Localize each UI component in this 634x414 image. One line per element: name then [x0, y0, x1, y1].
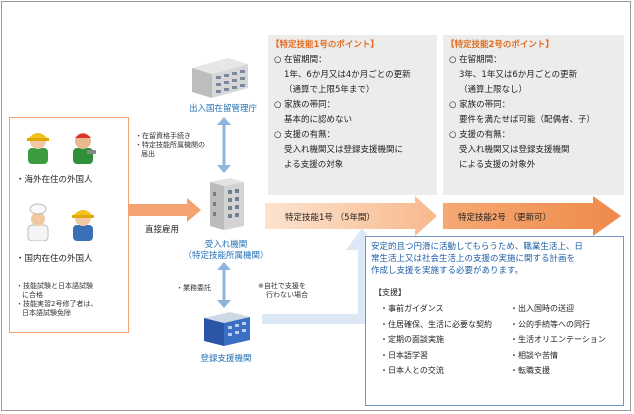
point1-line: 基本的に認めない: [284, 115, 353, 125]
host-org-label: 受入れ機関 （特定技能所属機関）: [183, 240, 269, 261]
direct-hire-label: 直接雇用: [145, 225, 180, 235]
support-item: ・定期の面談実施: [380, 335, 444, 344]
requirement-note: ・技能試験と日本語試験 に合格 ・技能実習2号修了者は、 日本語試験免除: [16, 282, 98, 317]
point1-line: （通算で上限5年まで）: [284, 85, 375, 95]
point1-line: ○ 在留期間：: [274, 55, 327, 65]
point1-line: よる支援の対象: [284, 160, 344, 170]
support-plan-box: 安定的且つ円滑に活動してもらうため、職業生活上、日 常生活上又は社会生活上の支援…: [365, 236, 624, 406]
overseas-label: ・海外在住の外国人: [16, 175, 93, 185]
host-building-icon: [210, 178, 244, 230]
immigration-label: 出入国在留管理庁: [188, 104, 257, 114]
point2-line: 受入れ機関又は登録支援機関: [459, 145, 570, 155]
point-panel-1: 【特定技能1号のポイント】 ○ 在留期間： 1年、6か月又は4か月ごとの更新 （…: [268, 35, 437, 195]
point2-line: （通算上限なし）: [459, 85, 528, 95]
point1-line: 1年、6か月又は4か月ごとの更新: [284, 70, 411, 80]
applicants-box: ・海外在住の外国人 ・国内在住の外国人 ・技能試験と日本語試験 に合格 ・技能実…: [9, 117, 129, 333]
arrow1-label: 特定技能1号 （5年間）: [285, 213, 376, 223]
arrow2-label: 特定技能2号 （更新可）: [458, 213, 552, 223]
outsourcing-label: ・業務委託: [176, 284, 211, 292]
support-org-label: 登録支援機関: [200, 354, 252, 364]
point1-line: 受入れ機関又は登録支援機関に: [284, 145, 404, 155]
support-item: ・公的手続等への同行: [510, 319, 590, 329]
point2-title: 【特定技能2号のポイント】: [446, 40, 554, 50]
domestic-label: ・国内在住の外国人: [16, 254, 93, 264]
status-arrow-2: [443, 196, 621, 236]
support-item: ・相談や苦情: [510, 350, 558, 360]
support-right-list: ・出入国時の送迎 ・公的手続等への同行 ・生活オリエンテーション ・相談や苦情 …: [510, 301, 606, 379]
support-intro: 安定的且つ円滑に活動してもらうため、職業生活上、日 常生活上又は社会生活上の支援…: [371, 242, 583, 276]
worker-helmet-icon: [27, 133, 49, 164]
immigration-building-icon: [192, 58, 248, 98]
support-to-plan-arrow: [262, 228, 372, 324]
mechanic-icon: [73, 133, 96, 164]
host-support-arrow: [217, 262, 231, 308]
worker-helmet-icon: [72, 210, 94, 241]
direct-hire-arrow: [129, 198, 201, 222]
support-building-icon: [204, 312, 250, 346]
support-item: ・日本語学習: [380, 350, 428, 360]
support-condition-note: ※自社で支援を 行わない場合: [258, 282, 308, 299]
point1-line: ○ 支援の有無：: [274, 130, 336, 140]
immigration-note: ・在留資格手続き ・特定技能所属機関の 届出: [135, 132, 205, 158]
chef-icon: [27, 203, 49, 241]
point2-line: ○ 在留期間：: [449, 55, 502, 65]
point2-line: 要件を満たせば可能（配偶者、子）: [459, 115, 596, 125]
immigration-host-arrow: [217, 117, 231, 173]
point2-line: 3年、1年又は6か月ごとの更新: [459, 70, 578, 80]
point1-line: ○ 家族の帯同：: [274, 100, 336, 110]
point2-line: ○ 支援の有無：: [449, 130, 511, 140]
point2-line: ○ 家族の帯同：: [449, 100, 511, 110]
support-item: ・事前ガイダンス: [380, 304, 444, 313]
status-arrow-1: [265, 196, 437, 236]
support-item: ・生活オリエンテーション: [510, 335, 606, 344]
point2-line: による支援の対象外: [459, 160, 536, 170]
status-arrows: [265, 196, 621, 236]
support-item: ・日本人との交流: [380, 366, 444, 375]
support-left-list: ・事前ガイダンス ・住居確保、生活に必要な契約 ・定期の面談実施 ・日本語学習 …: [380, 301, 492, 379]
point-panel-2: 【特定技能2号のポイント】 ○ 在留期間： 3年、1年又は6か月ごとの更新 （通…: [443, 35, 624, 195]
support-item: ・転職支援: [510, 366, 550, 375]
point1-title: 【特定技能1号のポイント】: [271, 40, 379, 50]
support-item: ・出入国時の送迎: [510, 304, 574, 313]
support-heading: 【支援】: [374, 288, 406, 297]
support-item: ・住居確保、生活に必要な契約: [380, 319, 492, 329]
